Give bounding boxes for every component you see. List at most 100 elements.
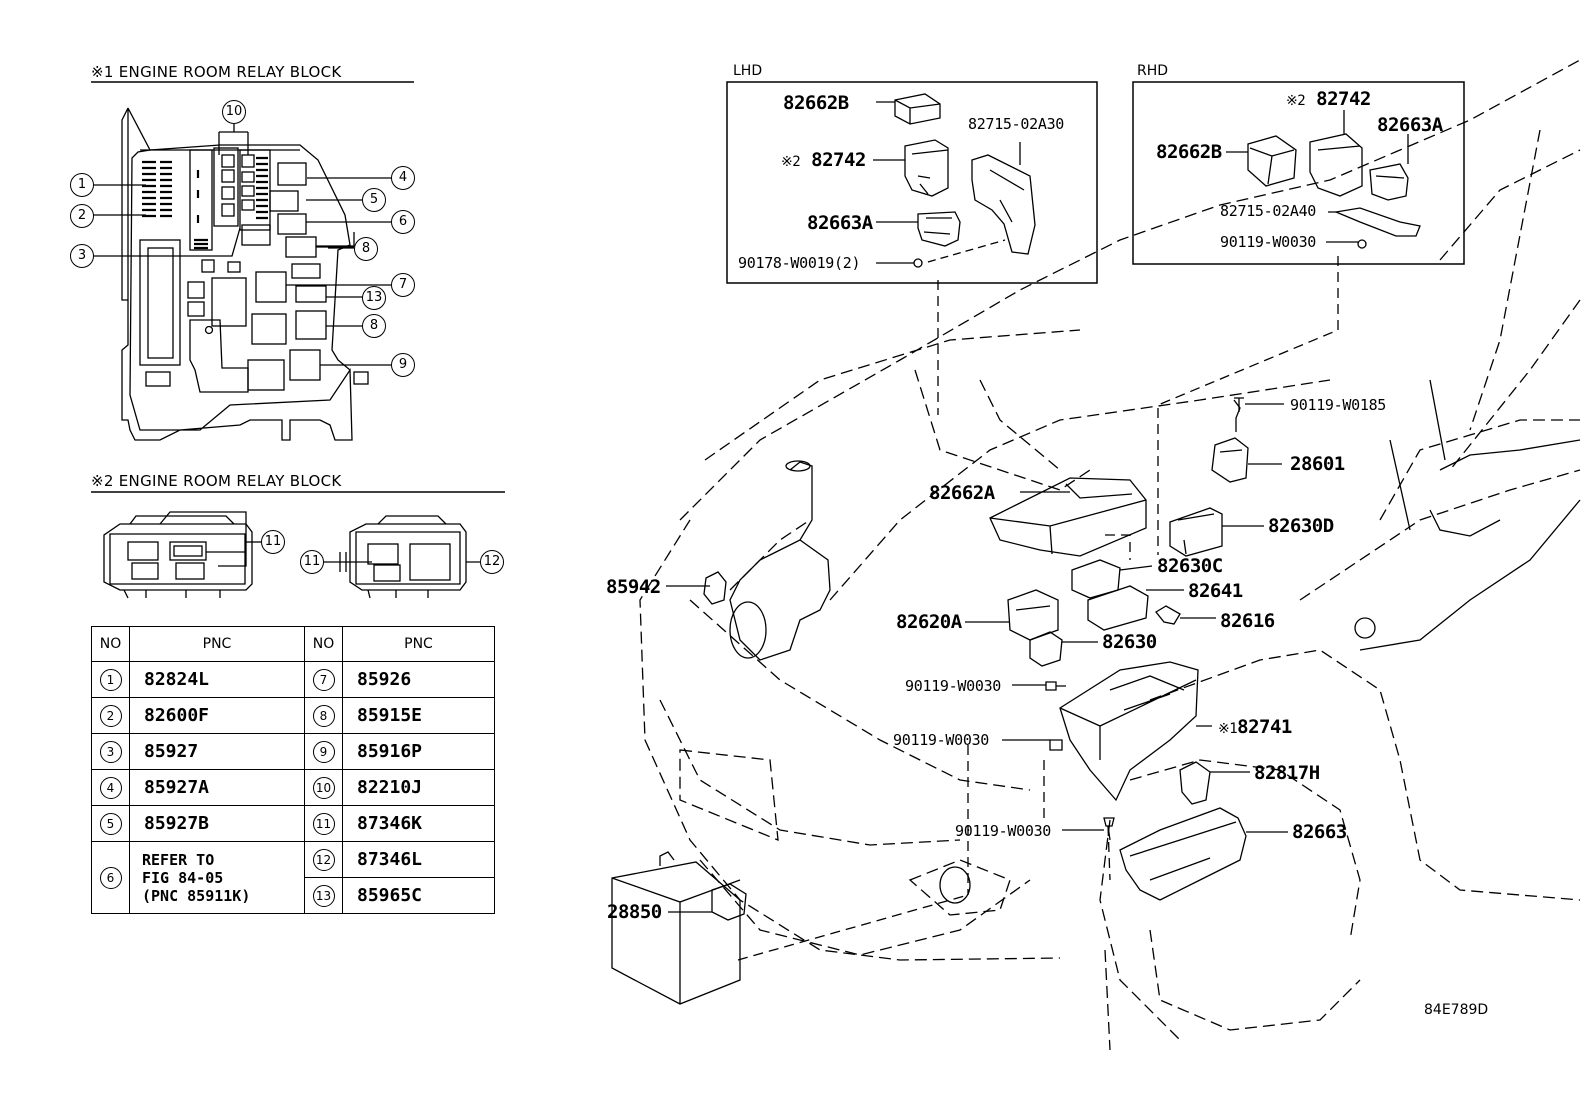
rhd-part-82715-02A40: 82715-02A40 bbox=[1220, 202, 1317, 220]
rhd-part-82742-number: 82742 bbox=[1316, 88, 1371, 110]
part-82616: 82616 bbox=[1220, 610, 1275, 632]
callout-3: 3 bbox=[70, 244, 94, 268]
part-90119-W0185: 90119-W0185 bbox=[1290, 396, 1387, 414]
callout-6: 6 bbox=[391, 210, 415, 234]
part-85942: 85942 bbox=[606, 576, 661, 598]
row-pnc: 87346L bbox=[342, 841, 495, 878]
table-header-pnc: PNC bbox=[129, 626, 305, 662]
callout-13: 13 bbox=[362, 286, 386, 310]
table-header-no-2: NO bbox=[304, 626, 343, 662]
figure-reference: 84E789D bbox=[1424, 1002, 1489, 1018]
lhd-part-82742: ※2 82742 bbox=[781, 149, 866, 171]
row-no: 4 bbox=[99, 776, 122, 799]
lhd-box bbox=[726, 81, 1098, 284]
table-row: 5 85927B 11 87346K bbox=[91, 805, 495, 842]
part-82641: 82641 bbox=[1188, 580, 1243, 602]
part-28601: 28601 bbox=[1290, 453, 1345, 475]
row-no: 7 bbox=[312, 668, 335, 691]
callout-11a: 11 bbox=[261, 530, 285, 554]
lhd-label: LHD bbox=[733, 63, 763, 79]
refer-line-3: (PNC 85911K) bbox=[142, 886, 251, 905]
callout-8a: 8 bbox=[354, 237, 378, 261]
table-row: 6 REFER TO FIG 84-05 (PNC 85911K) 12 873… bbox=[91, 841, 495, 914]
row-no: 1 bbox=[99, 668, 122, 691]
row-pnc: 85915E bbox=[342, 697, 495, 734]
row-pnc: 82600F bbox=[129, 697, 305, 734]
row-no: 2 bbox=[99, 704, 122, 727]
vehicle-front-drawing bbox=[639, 59, 1581, 1051]
rhd-box bbox=[1132, 81, 1465, 265]
row-pnc-refer: REFER TO FIG 84-05 (PNC 85911K) bbox=[129, 841, 305, 914]
row-pnc: 82824L bbox=[129, 661, 305, 698]
part-82630D: 82630D bbox=[1268, 515, 1334, 537]
callout-10: 10 bbox=[222, 100, 246, 124]
lhd-part-90178-W0019: 90178-W0019(2) bbox=[738, 254, 861, 272]
callout-8b: 8 bbox=[362, 314, 386, 338]
note-mark-1: ※1 bbox=[1218, 721, 1238, 737]
routing-lines bbox=[737, 256, 1339, 961]
relay-block-2-title: ※2 ENGINE ROOM RELAY BLOCK bbox=[91, 472, 342, 490]
row-pnc: 82210J bbox=[342, 769, 495, 806]
row-pnc: 85927A bbox=[129, 769, 305, 806]
note-mark-2: ※2 bbox=[781, 154, 801, 170]
rhd-part-82663A: 82663A bbox=[1377, 114, 1443, 136]
table-row: 1 82824L 7 85926 bbox=[91, 661, 495, 698]
pnc-table: NO PNC NO PNC 1 82824L 7 85926 2 82600F … bbox=[91, 626, 495, 914]
part-82663: 82663 bbox=[1292, 821, 1347, 843]
refer-line-2: FIG 84-05 bbox=[142, 868, 224, 887]
row-pnc: 87346K bbox=[342, 805, 495, 842]
lhd-part-82742-number: 82742 bbox=[811, 149, 866, 171]
callout-11b: 11 bbox=[300, 550, 324, 574]
main-parts-drawing bbox=[611, 397, 1288, 1005]
lhd-parts-drawing bbox=[873, 93, 1036, 268]
row-pnc: 85965C bbox=[342, 877, 495, 914]
row-pnc: 85927 bbox=[129, 733, 305, 770]
row-no: 9 bbox=[312, 740, 335, 763]
part-82620A: 82620A bbox=[896, 611, 962, 633]
part-82741: ※182741 bbox=[1218, 716, 1292, 738]
row-no: 8 bbox=[312, 704, 335, 727]
callout-7: 7 bbox=[391, 273, 415, 297]
row-no: 3 bbox=[99, 740, 122, 763]
row-no: 12 bbox=[312, 848, 335, 871]
part-82630C: 82630C bbox=[1157, 555, 1223, 577]
callout-1: 1 bbox=[70, 173, 94, 197]
vehicle-solid-details bbox=[1354, 379, 1581, 651]
callout-12: 12 bbox=[480, 550, 504, 574]
callout-2: 2 bbox=[70, 204, 94, 228]
rhd-label: RHD bbox=[1137, 63, 1169, 79]
row-pnc: 85927B bbox=[129, 805, 305, 842]
row-no: 11 bbox=[312, 812, 335, 835]
table-row: 13 85965C bbox=[92, 877, 495, 914]
lhd-part-82662B: 82662B bbox=[783, 92, 849, 114]
callout-4: 4 bbox=[391, 166, 415, 190]
rhd-part-82662B: 82662B bbox=[1156, 141, 1222, 163]
part-82817H: 82817H bbox=[1254, 762, 1320, 784]
part-82662A: 82662A bbox=[929, 482, 995, 504]
table-row: 3 85927 9 85916P bbox=[91, 733, 495, 770]
relay-block-1-title: ※1 ENGINE ROOM RELAY BLOCK bbox=[91, 63, 342, 81]
table-header-pnc-2: PNC bbox=[342, 626, 495, 662]
part-90119-W0030-c: 90119-W0030 bbox=[955, 822, 1052, 840]
row-pnc: 85926 bbox=[342, 661, 495, 698]
lhd-part-82715-02A30: 82715-02A30 bbox=[968, 115, 1065, 133]
part-90119-W0030-a: 90119-W0030 bbox=[905, 677, 1002, 695]
rhd-part-90119-W0030: 90119-W0030 bbox=[1220, 233, 1317, 251]
part-28850: 28850 bbox=[607, 901, 662, 923]
table-row: 2 82600F 8 85915E bbox=[91, 697, 495, 734]
callout-9: 9 bbox=[391, 353, 415, 377]
table-row: 4 85927A 10 82210J bbox=[91, 769, 495, 806]
relay-block-1-drawing bbox=[92, 107, 392, 441]
row-no: 10 bbox=[312, 776, 335, 799]
part-82741-number: 82741 bbox=[1237, 716, 1292, 738]
part-90119-W0030-b: 90119-W0030 bbox=[893, 731, 990, 749]
note-mark-2: ※2 bbox=[1286, 93, 1306, 109]
row-no: 13 bbox=[312, 884, 335, 907]
relay-block-2-drawing bbox=[103, 511, 480, 599]
row-pnc: 85916P bbox=[342, 733, 495, 770]
row-no: 6 bbox=[99, 866, 122, 889]
lhd-part-82663A: 82663A bbox=[807, 212, 873, 234]
refer-line-1: REFER TO bbox=[142, 850, 215, 869]
table-header-no: NO bbox=[91, 626, 130, 662]
